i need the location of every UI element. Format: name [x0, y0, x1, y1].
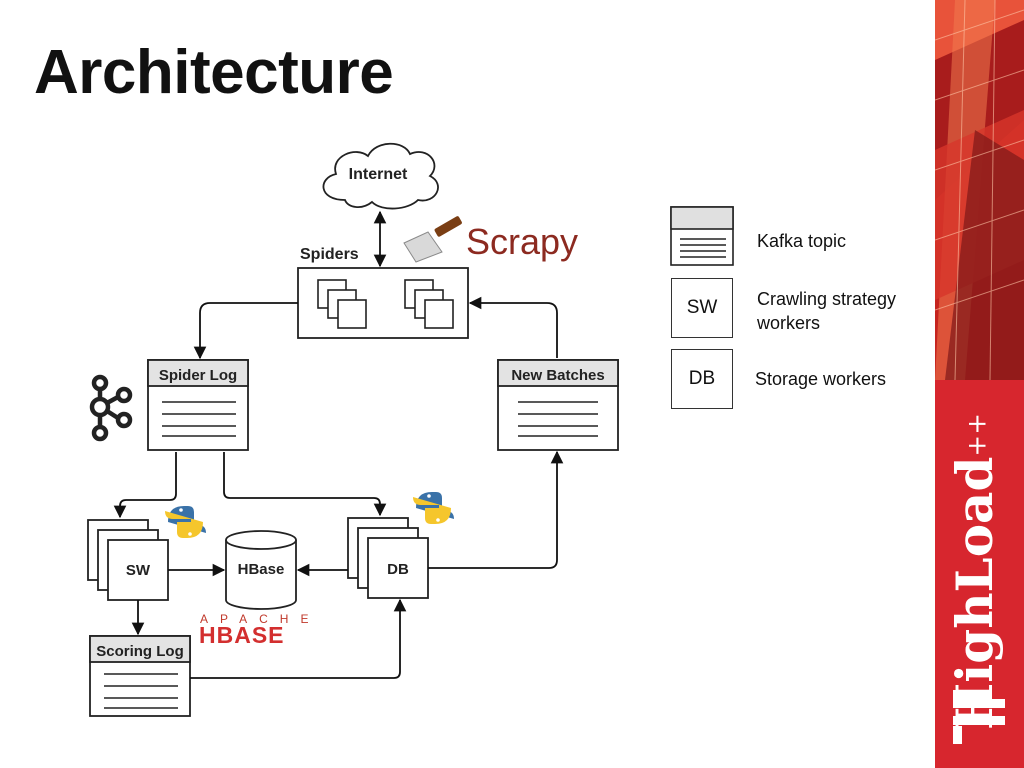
legend-db-box: DB — [671, 349, 733, 409]
scoring-log-topic: Scoring Log — [89, 635, 191, 717]
scoring-log-label: Scoring Log — [96, 643, 184, 660]
kafka-logo-icon — [89, 374, 133, 442]
highload-banner-art — [935, 0, 1024, 768]
sw-label: SW — [126, 562, 151, 579]
highload-wordmark: HighLoad++ — [945, 390, 1005, 730]
python-logo-sw-icon — [165, 506, 206, 538]
highload-side-banner: HighLoad++ — [935, 0, 1024, 768]
apache-hbase-logo-main: HBASE — [199, 622, 285, 648]
sw-workers — [87, 519, 169, 601]
spider-log-label: Spider Log — [159, 367, 237, 384]
arrow-spiderlog-db — [223, 452, 387, 517]
spiders-label: Spiders — [300, 246, 359, 263]
internet-cloud: Internet — [322, 142, 439, 210]
hbase-label: HBase — [238, 561, 285, 578]
spider-instances-left — [317, 279, 367, 329]
scrapy-wordmark: Scrapy — [466, 221, 578, 262]
python-logo-db-icon — [413, 492, 454, 524]
legend-sw-box: SW — [671, 278, 733, 338]
new-batches-label: New Batches — [511, 367, 604, 384]
highload-plusplus: ++ — [962, 413, 993, 457]
slide-title: Architecture — [34, 38, 394, 107]
legend-db-label: Storage workers — [755, 369, 887, 389]
legend-sw-label: Crawling strategy workers — [757, 289, 897, 333]
legend-kafka-topic-label: Kafka topic — [757, 231, 847, 251]
apache-hbase-logo: APACHE HBASE — [199, 612, 320, 648]
arrow-db-newbatches — [428, 450, 564, 569]
db-workers — [347, 517, 429, 599]
internet-label: Internet — [349, 166, 408, 183]
arrow-spiders-spiderlog — [193, 302, 298, 360]
highload-logo-mark-icon — [953, 690, 1005, 744]
legend-kafka-topic-icon — [670, 206, 734, 266]
architecture-diagram: Internet Spiders Scrapy Spider Log New B… — [87, 142, 734, 717]
spider-log-topic: Spider Log — [147, 359, 249, 451]
spider-instances-right — [404, 279, 454, 329]
hbase-database: HBase — [225, 530, 297, 610]
arrow-scoringlog-db — [190, 598, 407, 679]
arrow-newbatches-spiders — [468, 296, 558, 358]
apache-hbase-logo-top: APACHE — [200, 612, 320, 626]
db-label: DB — [387, 561, 409, 578]
highload-name: HighLoad — [945, 456, 1004, 730]
scrapy-logo: Scrapy — [403, 216, 578, 263]
new-batches-topic: New Batches — [497, 359, 619, 451]
arrow-spiderlog-sw — [113, 452, 177, 519]
flow-arrows — [113, 210, 564, 679]
